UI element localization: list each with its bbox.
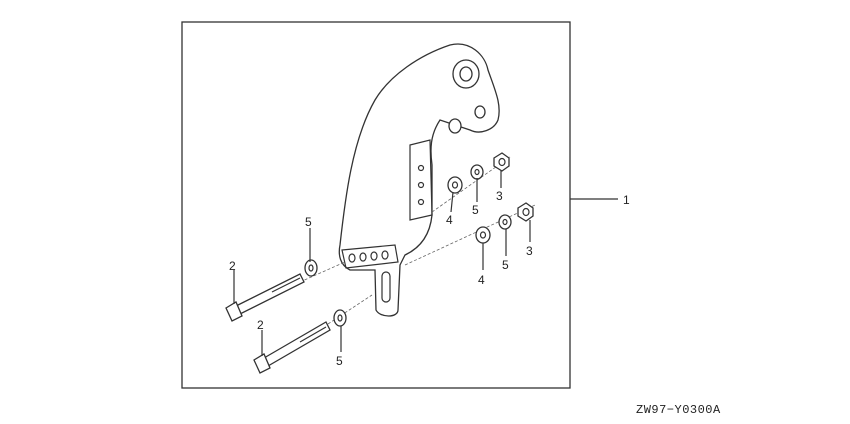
callout-5-upper: 5 (472, 203, 479, 217)
lower-axis-line (404, 204, 536, 266)
washer-upper-5 (470, 164, 484, 180)
leader-4a (450, 191, 454, 213)
callout-1: 1 (623, 193, 630, 207)
washer-lower-4 (475, 226, 491, 244)
callout-2-lower: 2 (257, 318, 264, 332)
washer-upper-4 (447, 176, 463, 194)
callout-4-upper: 4 (446, 213, 453, 227)
callout-3-upper: 3 (496, 189, 503, 203)
washer-bolt-upper-5 (304, 259, 318, 277)
bolt-lower-2 (253, 294, 373, 374)
upper-axis-line (431, 156, 511, 213)
washer-lower-5 (498, 214, 512, 230)
callout-4-lower: 4 (478, 273, 485, 287)
assembly-frame (181, 21, 571, 389)
bolt-upper-2 (225, 261, 346, 322)
nut-lower-3 (517, 202, 534, 222)
callout-5-bolt-lower: 5 (336, 354, 343, 368)
callout-5-lower: 5 (502, 258, 509, 272)
callout-5-bolt-upper: 5 (305, 215, 312, 229)
nut-upper-3 (493, 152, 510, 172)
callout-3-lower: 3 (526, 244, 533, 258)
callout-2-upper: 2 (229, 259, 236, 273)
bracket-part (338, 43, 500, 317)
washer-bolt-lower-5 (333, 309, 347, 327)
figure-code: ZW97−Y0300A (636, 403, 721, 417)
